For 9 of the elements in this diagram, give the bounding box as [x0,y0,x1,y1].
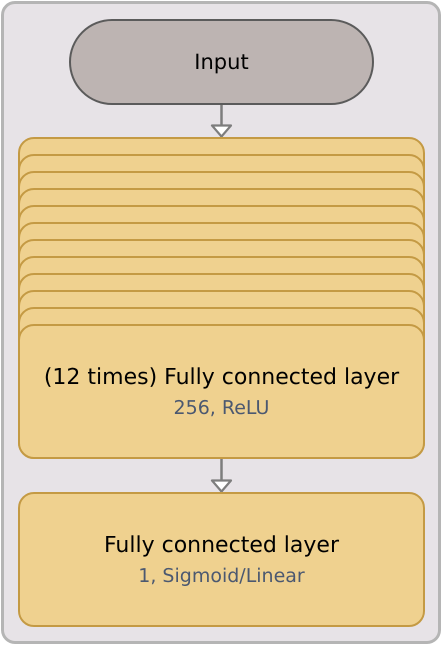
node-label: Input [194,49,249,76]
arrow [210,105,232,138]
layer-detail: 1, Sigmoid/Linear [138,564,305,588]
layer-title: Fully connected layer [104,532,340,560]
layer-title: (12 times) Fully connected layer [44,364,400,392]
stacked-layer-box [18,137,425,459]
arrow [210,459,232,493]
layer-box [18,492,425,627]
layer-detail: 256, ReLU [174,396,270,420]
